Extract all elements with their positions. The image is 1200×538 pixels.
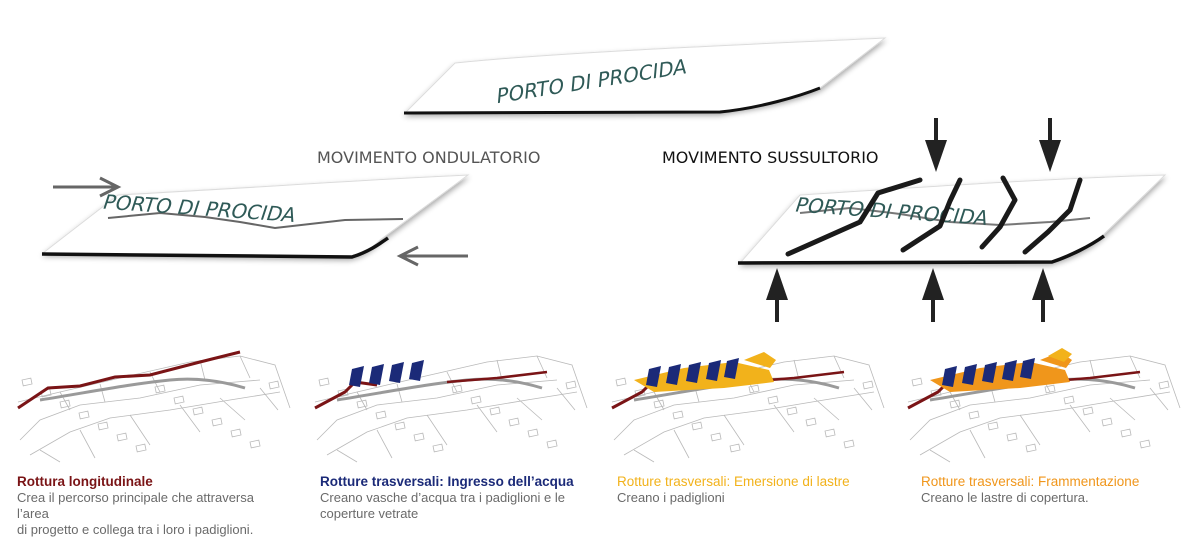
water-basins (349, 360, 424, 387)
right-plane-shear-line (799, 206, 1091, 227)
caption-title: Rotture trasversali: Ingresso dell’acqua (320, 474, 574, 489)
caption-text: Creano vasche d’acqua tra i padiglioni e… (320, 490, 565, 505)
water-basins (942, 358, 1035, 387)
water-basins (646, 358, 739, 387)
arrow-down-icon (925, 118, 1061, 172)
caption-text: di progetto e collega tra i loro i padig… (17, 522, 254, 537)
caption-frammentazione: Rotture trasversali: Frammentazione Crea… (921, 474, 1191, 506)
arrow-right-icon (53, 176, 122, 198)
route-line (17, 350, 241, 410)
site-map-ingresso-acqua (314, 355, 588, 463)
caption-text: Creano le lastre di copertura. (921, 490, 1089, 505)
left-plane: PORTO DI PROCIDA (41, 174, 470, 267)
crack-lines (785, 175, 1083, 257)
caption-text: Creano i padiglioni (617, 490, 725, 505)
heading-sussultorio: MOVIMENTO SUSSULTORIO (662, 148, 879, 167)
caption-title: Rottura longitudinale (17, 474, 153, 489)
caption-title: Rotture trasversali: Emersione di lastre (617, 474, 850, 489)
caption-emersione-lastre: Rotture trasversali: Emersione di lastre… (617, 474, 887, 506)
site-map-frammentazione (907, 348, 1181, 463)
caption-ingresso-acqua: Rotture trasversali: Ingresso dell’acqua… (320, 474, 590, 522)
top-plane: PORTO DI PROCIDA (403, 37, 887, 115)
right-plane: PORTO DI PROCIDA (737, 118, 1167, 322)
pavilion-slabs (634, 352, 776, 392)
caption-text: Crea il percorso principale che attraver… (17, 490, 254, 521)
route-line (314, 380, 378, 410)
heading-ondulatorio: MOVIMENTO ONDULATORIO (317, 148, 541, 167)
site-map-longitudinale (17, 350, 291, 463)
caption-title: Rotture trasversali: Frammentazione (921, 474, 1140, 489)
pavilion-slabs (930, 348, 1072, 392)
caption-text: coperture vetrate (320, 506, 419, 521)
site-map-emersione-lastre (611, 352, 885, 463)
arrow-left-icon (396, 245, 468, 267)
left-plane-shear-line (107, 211, 404, 230)
arrow-up-icon (766, 268, 1054, 322)
caption-rottura-longitudinale: Rottura longitudinale Crea il percorso p… (17, 474, 287, 538)
